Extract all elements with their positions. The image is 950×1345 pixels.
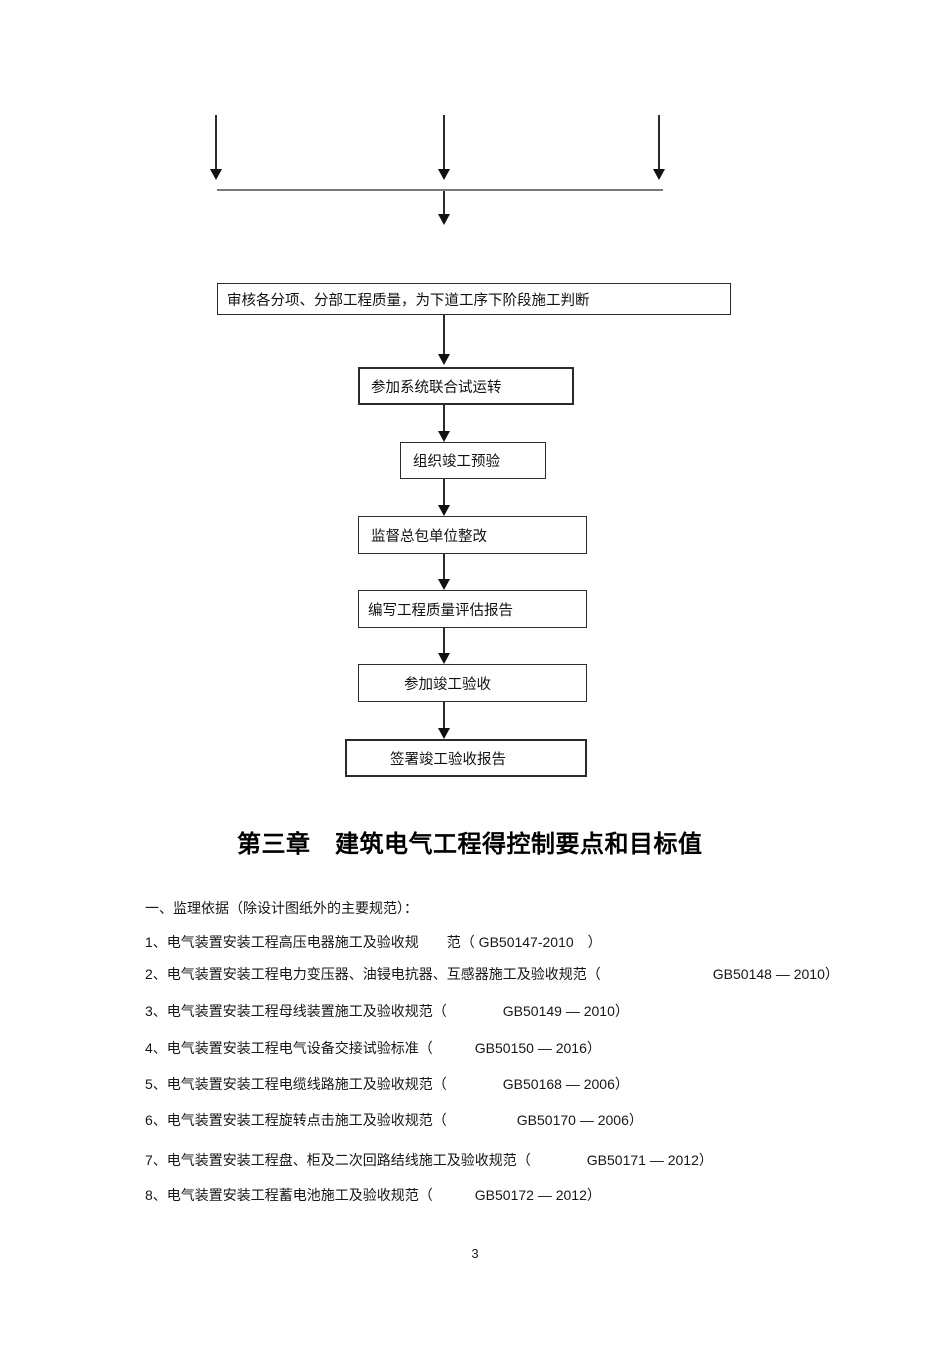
down-arrow-shaft-center <box>443 115 445 169</box>
down-arrowhead-right <box>653 169 665 180</box>
body-line-item-6: 6、电气装置安装工程旋转点击施工及验收规范（ GB50170 — 2006） <box>145 1112 643 1128</box>
body-line-item-3: 3、电气装置安装工程母线装置施工及验收规范（ GB50149 — 2010） <box>145 1003 629 1019</box>
body-line-item-1: 1、电气装置安装工程高压电器施工及验收规 范（ GB50147-2010 ） <box>145 934 602 950</box>
flowchart-box-label: 签署竣工验收报告 <box>390 751 506 768</box>
page-number: 3 <box>471 1246 479 1261</box>
connector-shaft-6 <box>443 702 445 728</box>
flowchart-box-label: 参加竣工验收 <box>404 676 491 693</box>
connector-shaft-2 <box>443 405 445 431</box>
down-arrowhead-left <box>210 169 222 180</box>
flowchart-box-supervise-rectification: 监督总包单位整改 <box>358 516 587 554</box>
down-arrow-shaft-center-lower <box>443 191 445 215</box>
flowchart-box-quality-evaluation-report: 编写工程质量评估报告 <box>358 590 587 628</box>
down-arrowhead-center-lower <box>438 214 450 225</box>
body-line-item-8: 8、电气装置安装工程蓄电池施工及验收规范（ GB50172 — 2012） <box>145 1187 601 1203</box>
chapter-heading: 第三章 建筑电气工程得控制要点和目标值 <box>237 832 703 859</box>
collector-line <box>217 189 663 191</box>
flowchart-box-review-quality: 审核各分项、分部工程质量，为下道工序下阶段施工判断 <box>217 283 731 315</box>
body-line-item-7: 7、电气装置安装工程盘、柜及二次回路结线施工及验收规范（ GB50171 — 2… <box>145 1152 713 1168</box>
connector-arrowhead-1 <box>438 354 450 365</box>
flowchart-box-label: 监督总包单位整改 <box>371 528 487 545</box>
flowchart-box-label: 参加系统联合试运转 <box>371 379 502 396</box>
connector-arrowhead-3 <box>438 505 450 516</box>
flowchart-box-sign-acceptance-report: 签署竣工验收报告 <box>345 739 587 777</box>
connector-shaft-3 <box>443 479 445 505</box>
down-arrow-shaft-left <box>215 115 217 169</box>
flowchart-box-label: 编写工程质量评估报告 <box>368 602 513 619</box>
connector-arrowhead-4 <box>438 579 450 590</box>
down-arrowhead-center <box>438 169 450 180</box>
connector-arrowhead-2 <box>438 431 450 442</box>
connector-shaft-1 <box>443 315 445 354</box>
down-arrow-shaft-right <box>658 115 660 169</box>
body-line-item-4: 4、电气装置安装工程电气设备交接试验标准（ GB50150 — 2016） <box>145 1040 601 1056</box>
flowchart-box-label: 组织竣工预验 <box>413 454 500 470</box>
flowchart-box-label: 审核各分项、分部工程质量，为下道工序下阶段施工判断 <box>227 292 590 309</box>
body-line-intro: 一、监理依据（除设计图纸外的主要规范）： <box>145 900 418 916</box>
flowchart-box-joint-trial-run: 参加系统联合试运转 <box>358 367 574 405</box>
connector-shaft-4 <box>443 554 445 579</box>
body-line-item-5: 5、电气装置安装工程电缆线路施工及验收规范（ GB50168 — 2006） <box>145 1076 629 1092</box>
connector-shaft-5 <box>443 628 445 653</box>
connector-arrowhead-5 <box>438 653 450 664</box>
connector-arrowhead-6 <box>438 728 450 739</box>
flowchart-box-completion-acceptance: 参加竣工验收 <box>358 664 587 702</box>
flowchart-box-pre-acceptance: 组织竣工预验 <box>400 442 546 479</box>
body-line-item-2: 2、电气装置安装工程电力变压器、油锓电抗器、互感器施工及验收规范（ GB5014… <box>145 966 839 982</box>
